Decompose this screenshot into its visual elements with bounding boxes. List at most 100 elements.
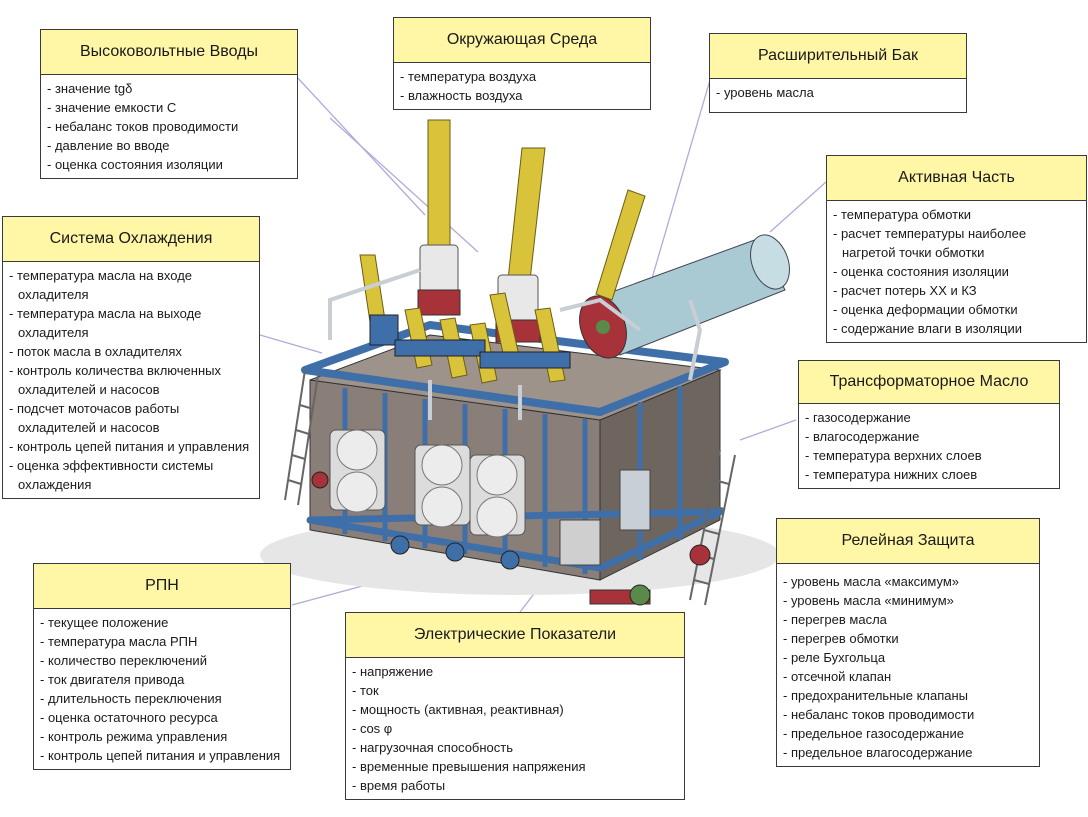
parameter-item: содержание влаги в изоляции bbox=[833, 319, 1080, 338]
parameter-item: влажность воздуха bbox=[400, 86, 644, 105]
bushing bbox=[595, 189, 646, 301]
cooler-unit bbox=[469, 454, 526, 538]
valves bbox=[311, 471, 711, 606]
parameter-list: текущее положение температура масла РПН … bbox=[40, 613, 284, 765]
callout-body: температура масла на входе охладителя те… bbox=[2, 262, 260, 499]
callout-title: Окружающая Среда bbox=[393, 17, 651, 63]
parameter-item: температура воздуха bbox=[400, 67, 644, 86]
parameter-item: контроль цепей питания и управления bbox=[40, 746, 284, 765]
callout-environment: Окружающая Среда температура воздуха вла… bbox=[393, 17, 651, 110]
parameter-item: подсчет моточасов работы охладителей и н… bbox=[9, 399, 253, 437]
parameter-item: ток bbox=[352, 681, 678, 700]
bushings-hv bbox=[417, 119, 646, 343]
callout-title: Электрические Показатели bbox=[345, 612, 685, 658]
parameter-item: поток масла в охладителях bbox=[9, 342, 253, 361]
cooler-unit bbox=[329, 429, 386, 513]
parameter-item: длительность переключения bbox=[40, 689, 284, 708]
parameter-list: уровень масла «максимум» уровень масла «… bbox=[783, 572, 1033, 762]
parameter-list: температура масла на входе охладителя те… bbox=[9, 266, 253, 494]
parameter-item: оценка деформации обмотки bbox=[833, 300, 1080, 319]
parameter-item: количество переключений bbox=[40, 651, 284, 670]
callout-body: газосодержание влагосодержание температу… bbox=[798, 404, 1060, 489]
parameter-item: значение емкости С bbox=[47, 98, 291, 117]
parameter-item: температура обмотки bbox=[833, 205, 1080, 224]
parameter-list: значение tgδ значение емкости С небаланс… bbox=[47, 79, 291, 174]
parameter-item: cos φ bbox=[352, 719, 678, 738]
callout-title: Высоковольтные Вводы bbox=[40, 29, 298, 75]
parameter-item: уровень масла «минимум» bbox=[783, 591, 1033, 610]
callout-body: уровень масла «максимум» уровень масла «… bbox=[776, 564, 1040, 767]
leader-line-environment bbox=[329, 117, 479, 253]
callout-body: напряжение ток мощность (активная, реакт… bbox=[345, 658, 685, 800]
callout-body: температура обмотки расчет температуры н… bbox=[826, 201, 1087, 343]
parameter-item: оценка состояния изоляции bbox=[47, 155, 291, 174]
callout-body: уровень масла bbox=[709, 79, 967, 113]
callout-electrical: Электрические Показатели напряжение ток … bbox=[345, 612, 685, 800]
cooler-unit bbox=[414, 444, 471, 528]
piping bbox=[328, 268, 703, 420]
parameter-item: расчет температуры наиболее нагретой точ… bbox=[833, 224, 1080, 262]
callout-body: значение tgδ значение емкости С небаланс… bbox=[40, 75, 298, 179]
parameter-item: перегрев масла bbox=[783, 610, 1033, 629]
bushings-lv bbox=[359, 254, 571, 384]
parameter-item: уровень масла bbox=[716, 83, 960, 102]
parameter-list: газосодержание влагосодержание температу… bbox=[805, 408, 1053, 484]
parameter-item: оценка остаточного ресурса bbox=[40, 708, 284, 727]
conservator-tank bbox=[579, 234, 790, 359]
parameter-item: реле Бухгольца bbox=[783, 648, 1033, 667]
parameter-item: предохранительные клапаны bbox=[783, 686, 1033, 705]
parameter-item: нагрузочная способность bbox=[352, 738, 678, 757]
parameter-item: контроль цепей питания и управления bbox=[9, 437, 253, 456]
parameter-item: давление во вводе bbox=[47, 136, 291, 155]
callout-title: Расширительный Бак bbox=[709, 33, 967, 79]
parameter-item: температура масла на входе охладителя bbox=[9, 266, 253, 304]
callout-title: Система Охлаждения bbox=[2, 216, 260, 262]
callout-cooling: Система Охлаждения температура масла на … bbox=[2, 216, 260, 499]
parameter-item: газосодержание bbox=[805, 408, 1053, 427]
parameter-item: предельное газосодержание bbox=[783, 724, 1033, 743]
parameter-item: временные превышения напряжения bbox=[352, 757, 678, 776]
callout-relay: Релейная Защита уровень масла «максимум»… bbox=[776, 518, 1040, 767]
coolers bbox=[329, 429, 526, 570]
parameter-item: контроль количества включенных охладител… bbox=[9, 361, 253, 399]
leader-line-conservator bbox=[647, 79, 711, 293]
parameter-item: уровень масла «максимум» bbox=[783, 572, 1033, 591]
callout-title: Релейная Защита bbox=[776, 518, 1040, 564]
parameter-item: температура нижних слоев bbox=[805, 465, 1053, 484]
callout-oltc: РПН текущее положение температура масла … bbox=[33, 563, 291, 770]
callout-conservator: Расширительный Бак уровень масла bbox=[709, 33, 967, 113]
parameter-item: предельное влагосодержание bbox=[783, 743, 1033, 762]
callout-title: РПН bbox=[33, 563, 291, 609]
callout-title: Трансформаторное Масло bbox=[798, 360, 1060, 404]
parameter-list: уровень масла bbox=[716, 83, 960, 102]
leader-line-oil bbox=[739, 419, 797, 441]
callout-bushings: Высоковольтные Вводы значение tgδ значен… bbox=[40, 29, 298, 179]
parameter-list: напряжение ток мощность (активная, реакт… bbox=[352, 662, 678, 795]
parameter-item: время работы bbox=[352, 776, 678, 795]
parameter-item: небаланс токов проводимости bbox=[783, 705, 1033, 724]
callout-oil: Трансформаторное Масло газосодержание вл… bbox=[798, 360, 1060, 489]
parameter-item: оценка эффективности системы охлаждения bbox=[9, 456, 253, 494]
parameter-item: влагосодержание bbox=[805, 427, 1053, 446]
parameter-list: температура обмотки расчет температуры н… bbox=[833, 205, 1080, 338]
leader-line-active-part bbox=[769, 181, 827, 233]
callout-body: текущее положение температура масла РПН … bbox=[33, 609, 291, 770]
parameter-item: температура верхних слоев bbox=[805, 446, 1053, 465]
parameter-item: ток двигателя привода bbox=[40, 670, 284, 689]
parameter-item: температура масла РПН bbox=[40, 632, 284, 651]
parameter-item: мощность (активная, реактивная) bbox=[352, 700, 678, 719]
parameter-item: оценка состояния изоляции bbox=[833, 262, 1080, 281]
callout-body: температура воздуха влажность воздуха bbox=[393, 63, 651, 110]
callout-active-part: Активная Часть температура обмотки расче… bbox=[826, 155, 1087, 343]
parameter-item: отсечной клапан bbox=[783, 667, 1033, 686]
parameter-item: напряжение bbox=[352, 662, 678, 681]
parameter-item: температура масла на выходе охладителя bbox=[9, 304, 253, 342]
parameter-item: значение tgδ bbox=[47, 79, 291, 98]
parameter-item: контроль режима управления bbox=[40, 727, 284, 746]
parameter-item: небаланс токов проводимости bbox=[47, 117, 291, 136]
parameter-item: расчет потерь ХХ и КЗ bbox=[833, 281, 1080, 300]
leader-lines bbox=[259, 74, 827, 613]
callout-title: Активная Часть bbox=[826, 155, 1087, 201]
leader-line-cooling bbox=[259, 334, 323, 354]
